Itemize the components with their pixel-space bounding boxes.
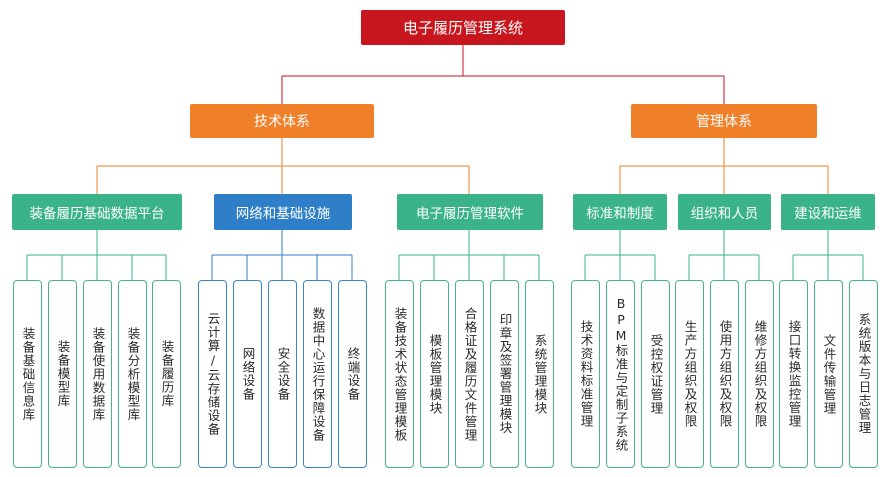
leaf-node: 受控权证管理 [641, 280, 670, 468]
mgmt-system-node: 管理体系 [631, 104, 817, 138]
leaf-node: BPM标准与定制子系统 [606, 280, 635, 468]
leaf-label: 网络设备 [240, 347, 256, 401]
leaf-label: 装备履历库 [159, 340, 175, 408]
branch-label: 装备履历基础数据平台 [29, 206, 165, 222]
leaf-label: 文件传输管理 [821, 333, 837, 415]
leaf-node: 使用方组织及权限 [710, 280, 739, 468]
leaf-node: 装备基础信息库 [13, 280, 42, 468]
leaf-node: 终端设备 [338, 280, 367, 468]
leaf-node: 装备使用数据库 [83, 280, 112, 468]
leaf-node: 维修方组织及权限 [745, 280, 774, 468]
leaf-label: BPM标准与定制子系统 [613, 296, 629, 452]
leaf-node: 合格证及履历文件管理 [455, 280, 484, 468]
branch-operations: 建设和运维 [781, 194, 875, 230]
leaf-node: 装备模型库 [48, 280, 77, 468]
leaf-node: 印章及签署管理模块 [490, 280, 519, 468]
leaf-node: 接口转换监控管理 [779, 280, 808, 468]
leaf-label: 装备分析模型库 [125, 326, 141, 422]
branch-label: 标准和制度 [586, 206, 654, 222]
leaf-label: 装备使用数据库 [90, 326, 106, 422]
branch-label: 网络和基础设施 [235, 206, 331, 222]
leaf-node: 安全设备 [268, 280, 297, 468]
branch-data-platform: 装备履历基础数据平台 [12, 194, 182, 230]
leaf-label: 装备模型库 [55, 340, 71, 408]
tech-system-node: 技术体系 [190, 104, 374, 138]
branch-label: 电子履历管理软件 [416, 206, 524, 222]
leaf-label: 技术资料标准管理 [578, 320, 594, 428]
mgmt-system-label: 管理体系 [696, 114, 752, 130]
leaf-label: 生产方组织及权限 [682, 320, 698, 428]
branch-label: 建设和运维 [794, 206, 862, 222]
tech-system-label: 技术体系 [254, 114, 310, 130]
leaf-label: 印章及签署管理模块 [497, 313, 513, 435]
leaf-node: 装备分析模型库 [118, 280, 147, 468]
leaf-node: 数据中心运行保障设备 [303, 280, 332, 468]
leaf-node: 网络设备 [233, 280, 262, 468]
leaf-label: 合格证及履历文件管理 [462, 306, 478, 442]
leaf-label: 安全设备 [275, 347, 291, 401]
leaf-node: 生产方组织及权限 [675, 280, 704, 468]
leaf-node: 模板管理模块 [420, 280, 449, 468]
leaf-node: 装备技术状态管理模板 [385, 280, 414, 468]
branch-standards: 标准和制度 [573, 194, 667, 230]
leaf-node: 装备履历库 [152, 280, 181, 468]
leaf-label: 维修方组织及权限 [752, 320, 768, 428]
leaf-label: 使用方组织及权限 [717, 320, 733, 428]
leaf-node: 文件传输管理 [814, 280, 843, 468]
leaf-node: 系统版本与日志管理 [849, 280, 878, 468]
leaf-label: 受控权证管理 [648, 333, 664, 415]
leaf-node: 云计算/云存储设备 [198, 280, 227, 468]
leaf-label: 模板管理模块 [427, 333, 443, 415]
leaf-label: 装备技术状态管理模板 [392, 306, 408, 442]
root-label: 电子履历管理系统 [402, 19, 523, 37]
leaf-node: 技术资料标准管理 [571, 280, 600, 468]
leaf-label: 云计算/云存储设备 [205, 312, 221, 436]
leaf-label: 系统管理模块 [532, 333, 548, 415]
branch-network-infrastructure: 网络和基础设施 [214, 194, 352, 230]
branch-management-software: 电子履历管理软件 [397, 194, 543, 230]
leaf-label: 数据中心运行保障设备 [310, 306, 326, 442]
branch-label: 组织和人员 [690, 206, 759, 222]
leaf-label: 终端设备 [345, 347, 361, 401]
leaf-label: 装备基础信息库 [20, 326, 36, 422]
leaf-label: 系统版本与日志管理 [856, 313, 872, 435]
branch-organization: 组织和人员 [678, 194, 771, 230]
leaf-node: 系统管理模块 [525, 280, 554, 468]
root-node: 电子履历管理系统 [361, 10, 565, 45]
leaf-label: 接口转换监控管理 [786, 320, 802, 428]
